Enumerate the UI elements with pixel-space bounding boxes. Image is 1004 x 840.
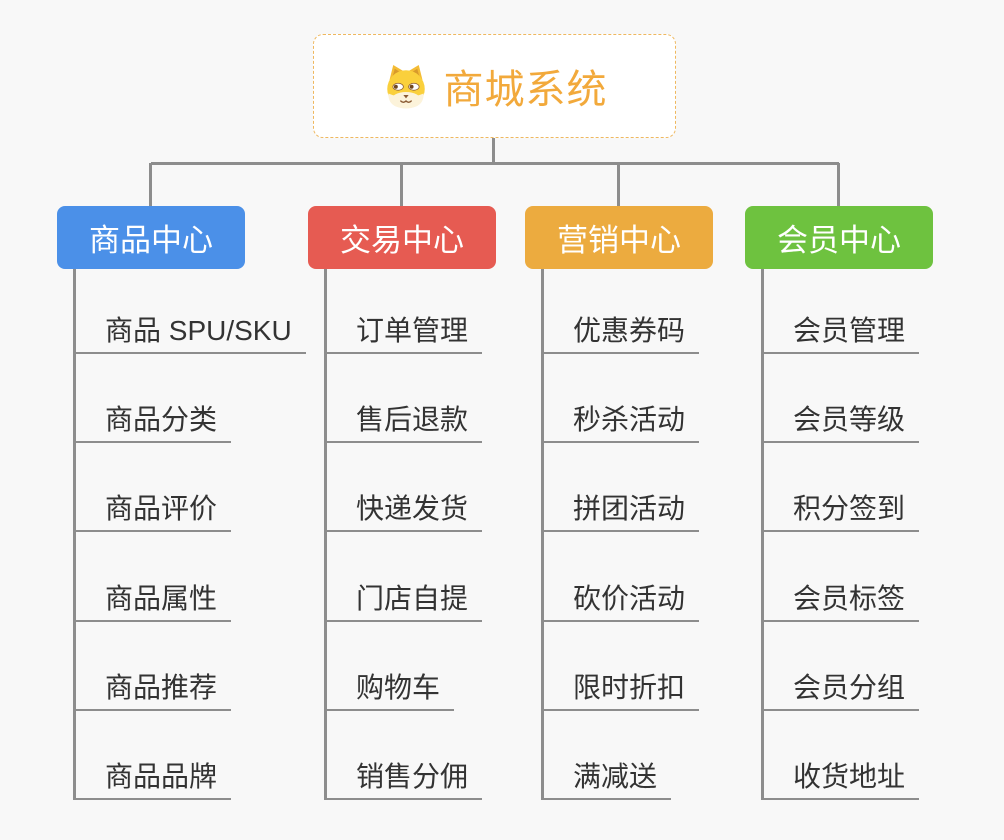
sub-item-marketing-3[interactable]: 拼团活动 [541,494,700,532]
root-node[interactable]: 商城系统 [313,34,676,138]
sub-item-marketing-1[interactable]: 优惠券码 [541,316,700,354]
sub-item-product-5[interactable]: 商品推荐 [73,673,232,711]
sub-item-member-2[interactable]: 会员等级 [761,405,920,443]
sub-item-trade-2[interactable]: 售后退款 [324,405,483,443]
sub-item-member-1[interactable]: 会员管理 [761,316,920,354]
sub-item-member-4[interactable]: 会员标签 [761,584,920,622]
dog-face-icon [382,62,430,110]
sub-item-marketing-6[interactable]: 满减送 [541,762,672,800]
sub-item-trade-5[interactable]: 购物车 [324,673,455,711]
sub-item-member-5[interactable]: 会员分组 [761,673,920,711]
branch-column-member: 会员中心会员管理会员等级积分签到会员标签会员分组收货地址 [745,163,1004,840]
branch-header-product[interactable]: 商品中心 [57,206,245,269]
sub-item-product-6[interactable]: 商品品牌 [73,762,232,800]
sub-item-product-4[interactable]: 商品属性 [73,584,232,622]
sub-item-member-3[interactable]: 积分签到 [761,494,920,532]
connector-spine-product [73,269,76,800]
connector-drop-marketing [617,163,620,206]
branch-column-marketing: 营销中心优惠券码秒杀活动拼团活动砍价活动限时折扣满减送 [525,163,795,840]
sub-item-product-2[interactable]: 商品分类 [73,405,232,443]
sub-item-trade-6[interactable]: 销售分佣 [324,762,483,800]
sub-item-member-6[interactable]: 收货地址 [761,762,920,800]
connector-root-stem [492,136,495,163]
sub-item-product-1[interactable]: 商品 SPU/SKU [73,316,306,354]
root-title: 商城系统 [443,68,608,112]
connector-spine-trade [324,269,327,800]
sub-item-product-3[interactable]: 商品评价 [73,494,232,532]
connector-spine-marketing [541,269,544,800]
sub-item-marketing-5[interactable]: 限时折扣 [541,673,700,711]
sub-item-marketing-4[interactable]: 砍价活动 [541,584,700,622]
connector-spine-member [761,269,764,800]
connector-drop-trade [400,163,403,206]
branch-header-member[interactable]: 会员中心 [745,206,933,269]
branch-column-product: 商品中心商品 SPU/SKU 商品分类商品评价商品属性商品推荐商品品牌 [57,163,327,840]
branch-header-trade[interactable]: 交易中心 [308,206,496,269]
connector-drop-product [149,163,152,206]
connector-bus [151,162,839,165]
sub-item-trade-1[interactable]: 订单管理 [324,316,483,354]
sub-item-marketing-2[interactable]: 秒杀活动 [541,405,700,443]
branch-header-marketing[interactable]: 营销中心 [525,206,713,269]
sub-item-trade-3[interactable]: 快递发货 [324,494,483,532]
sub-item-trade-4[interactable]: 门店自提 [324,584,483,622]
branch-column-trade: 交易中心订单管理售后退款快递发货门店自提购物车销售分佣 [308,163,578,840]
connector-drop-member [837,163,840,206]
